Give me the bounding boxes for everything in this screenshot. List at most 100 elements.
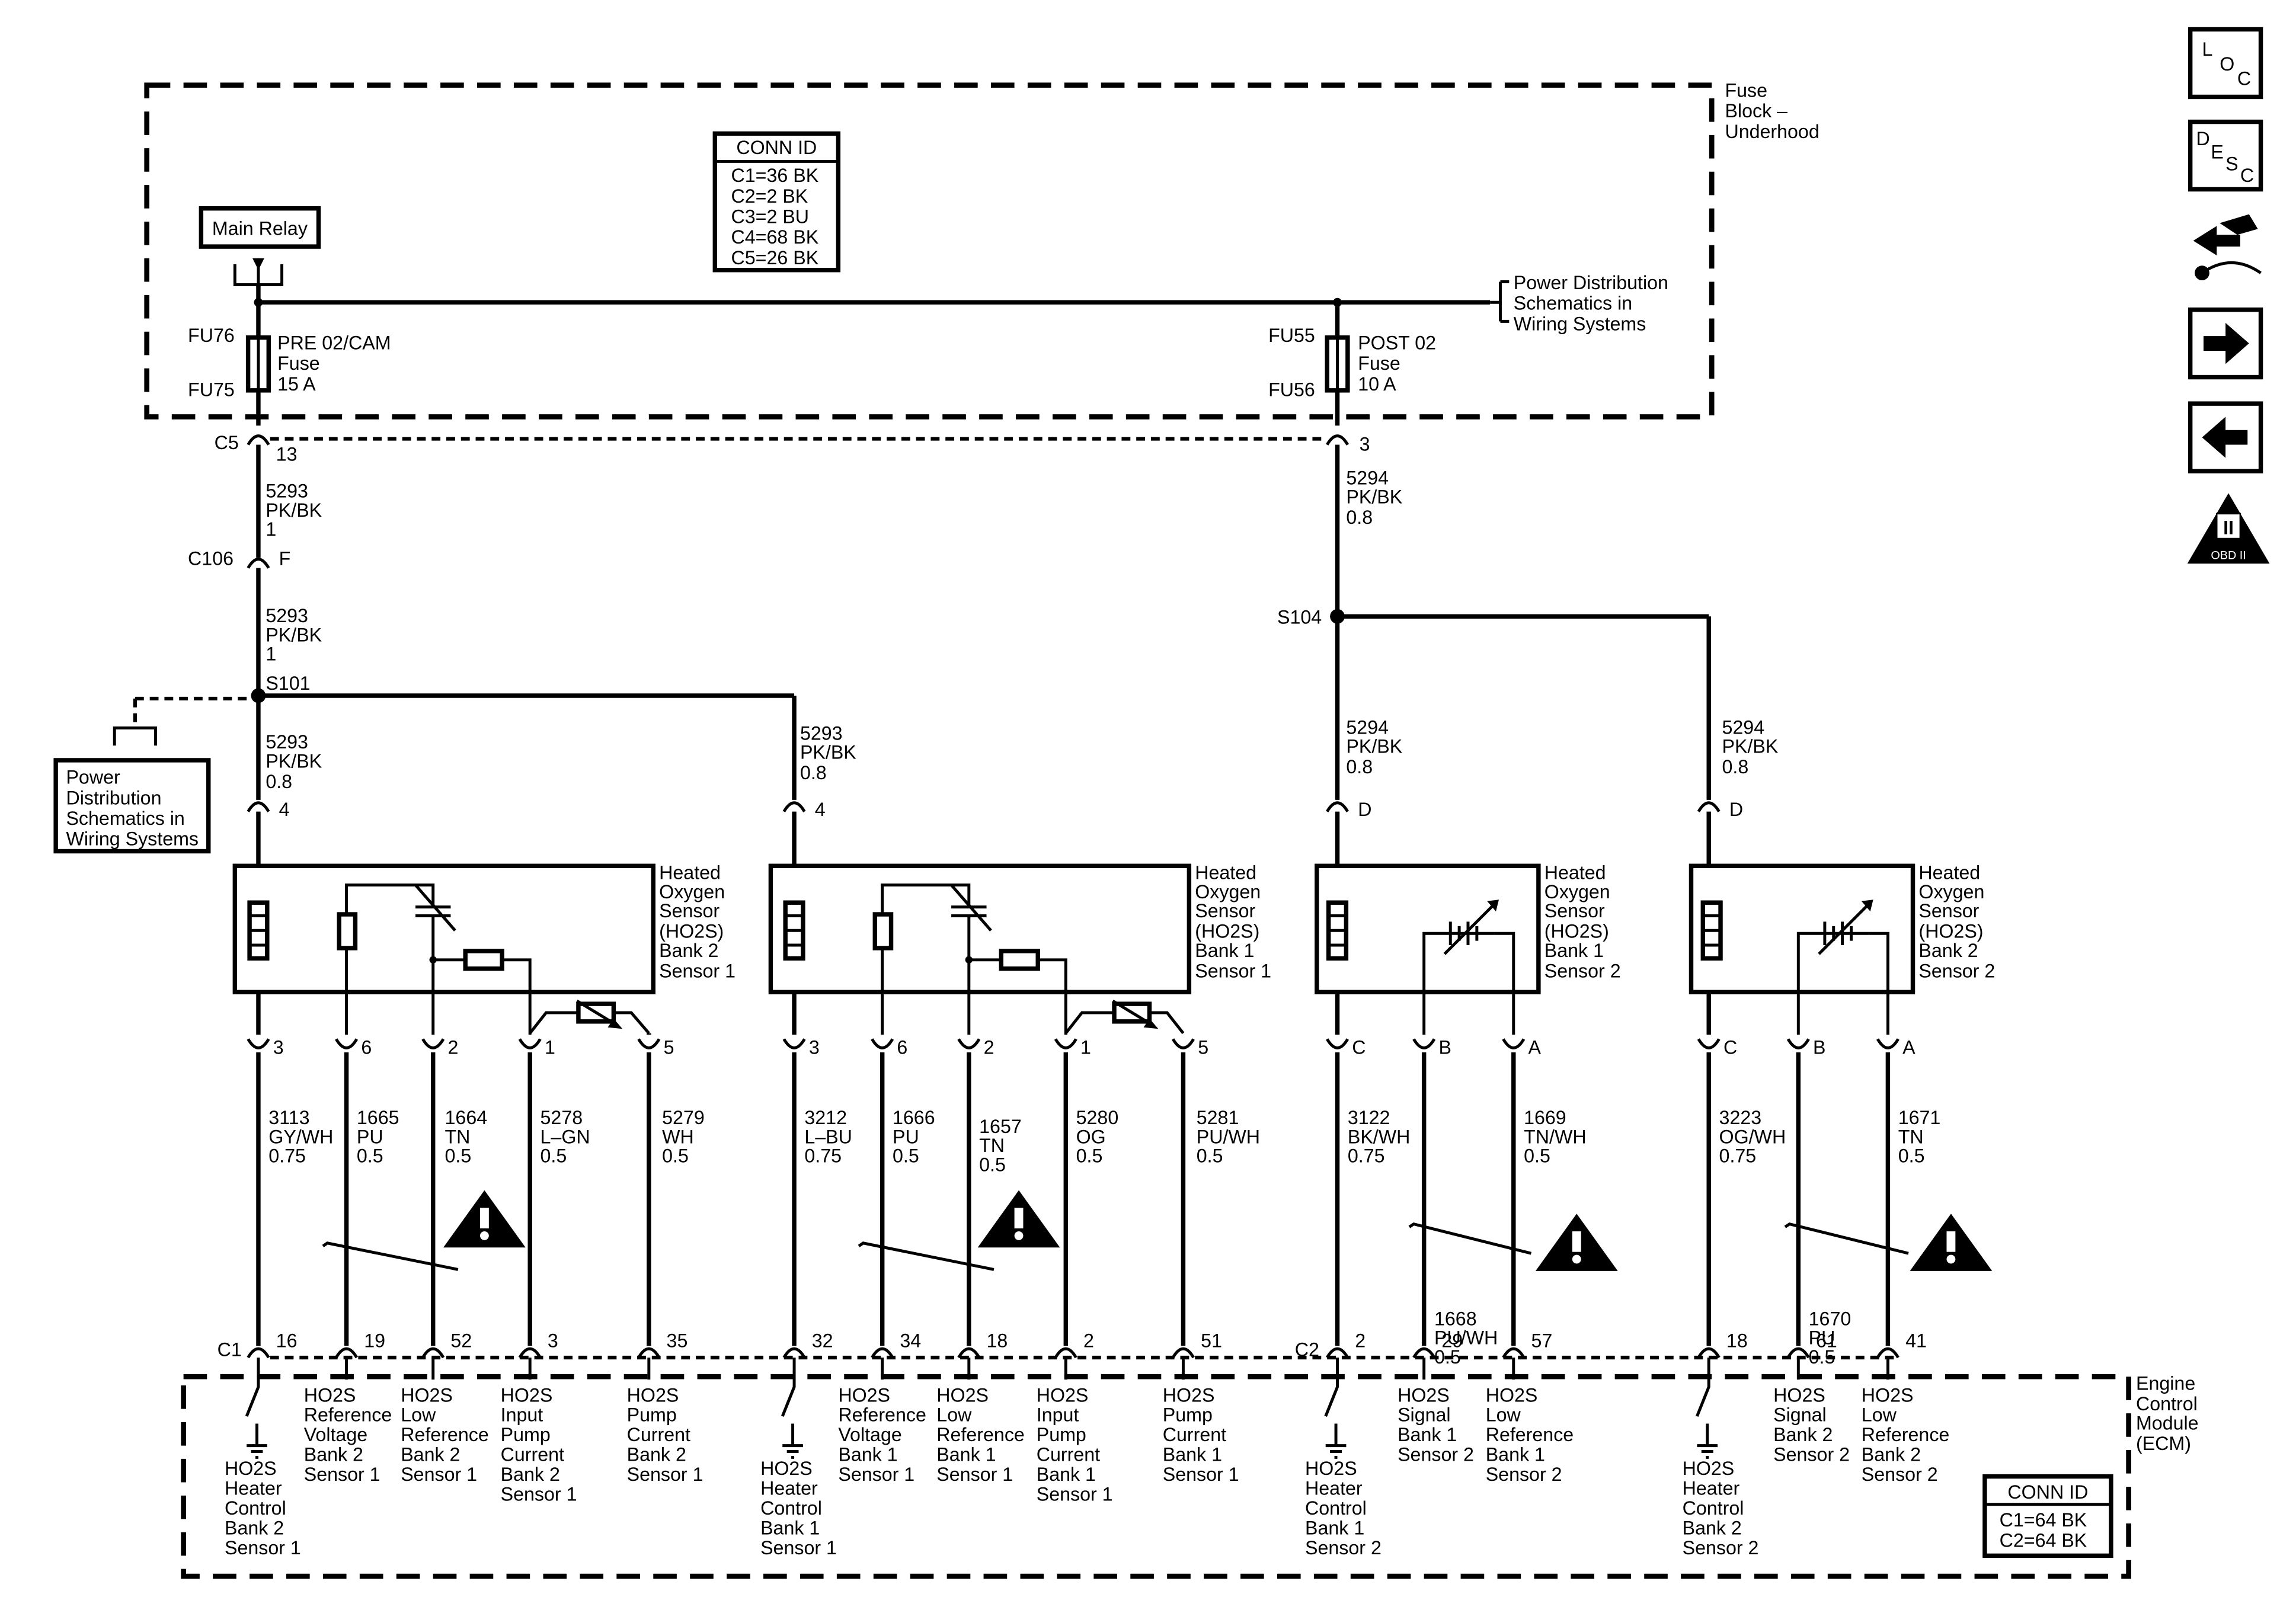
sensor-pin-label: 1 bbox=[545, 1036, 555, 1058]
fuse-left-bottom-label: FU75 bbox=[188, 379, 235, 401]
circuit-label: OG/WH bbox=[1719, 1126, 1786, 1147]
connector-c106-label: C106 bbox=[188, 548, 234, 569]
ecm-function-label: Bank 2 bbox=[501, 1464, 560, 1485]
caution-icon[interactable] bbox=[1535, 1214, 1618, 1271]
wire-label: 0.8 bbox=[800, 762, 827, 783]
fuse-right-top-label: FU55 bbox=[1268, 325, 1315, 346]
ecm-function-label: Reference bbox=[401, 1424, 489, 1445]
ecm-pin-connector bbox=[871, 1347, 894, 1359]
ecm-function-label: Bank 2 bbox=[1862, 1444, 1921, 1465]
twisted-pair-marker bbox=[1408, 1222, 1532, 1255]
sensor-pin-label: 6 bbox=[361, 1036, 372, 1058]
heater-driver-switch bbox=[245, 1357, 260, 1417]
fuse-left-name: PRE 02/CAM bbox=[277, 332, 391, 353]
circuit-label: TN bbox=[1898, 1126, 1924, 1147]
sensor-pin-connector bbox=[421, 1038, 445, 1049]
fuse-post-02: FU55 FU56 POST 02 Fuse 10 A bbox=[1268, 302, 1436, 426]
circuit-label: L–BU bbox=[804, 1126, 852, 1147]
ecm-function-label: Pump bbox=[627, 1404, 677, 1426]
sensor-name: Sensor 2 bbox=[1918, 961, 1995, 982]
ecm-function-label: Sensor 1 bbox=[1163, 1464, 1239, 1485]
ecm-conn-id-row: C1=64 BK bbox=[2000, 1509, 2087, 1531]
circuit-label: PU/WH bbox=[1197, 1126, 1260, 1147]
caution-icon[interactable] bbox=[1910, 1214, 1993, 1271]
wire-label: 0.8 bbox=[1346, 756, 1373, 777]
power-dist-left-3: Schematics in bbox=[66, 808, 184, 829]
ecm-function-label: Heater bbox=[225, 1478, 282, 1499]
connector-c106-pin: F bbox=[279, 548, 291, 569]
circuit-label: 0.5 bbox=[893, 1145, 919, 1167]
next-arrow-icon[interactable] bbox=[2188, 307, 2263, 380]
sensor-pin-connector bbox=[247, 1038, 270, 1049]
ecm-function-label: Sensor 2 bbox=[1398, 1444, 1474, 1465]
desc-letter: E bbox=[2211, 141, 2223, 162]
ecm-function-label: Current bbox=[1037, 1444, 1100, 1465]
sensor-name: Sensor 1 bbox=[659, 961, 736, 982]
caution-group bbox=[443, 1190, 1993, 1271]
power-dist-right-3: Wiring Systems bbox=[1514, 313, 1646, 334]
circuit-label: TN/WH bbox=[1524, 1126, 1586, 1147]
circuit-label: 0.75 bbox=[1348, 1145, 1385, 1167]
ecm-function-label: Sensor 2 bbox=[1862, 1464, 1938, 1485]
ecm-function-label: HO2S bbox=[501, 1384, 553, 1406]
wire-label: 5293 bbox=[266, 605, 308, 626]
sensor-name: Oxygen bbox=[1544, 881, 1610, 902]
circuit-label: 0.5 bbox=[662, 1145, 689, 1167]
fuse-block-title-2: Block – bbox=[1725, 100, 1787, 121]
ecm-conn-id-title: CONN ID bbox=[2007, 1481, 2088, 1503]
ecm-function-label: Voltage bbox=[838, 1424, 901, 1445]
fuse-left-top-label: FU76 bbox=[188, 325, 235, 346]
ecm-pin-label: 19 bbox=[364, 1330, 385, 1352]
heater-driver-switch bbox=[1324, 1357, 1339, 1417]
ecm-pin-connector bbox=[1054, 1347, 1077, 1359]
circuit-label: TN bbox=[979, 1135, 1005, 1156]
ecm-function-label: HO2S bbox=[838, 1384, 890, 1406]
sensor-name: Sensor bbox=[1195, 900, 1255, 921]
sensor-name: Oxygen bbox=[1195, 881, 1261, 902]
ecm-function-label: Reference bbox=[1862, 1424, 1950, 1445]
ecm-function-label: Bank 1 bbox=[936, 1444, 996, 1465]
sensor-ho2s-bank2-sensor2: D Heated Oxygen Sensor (HO2S) Bank 2 Sen… bbox=[1689, 799, 1995, 1035]
previous-arrow-icon[interactable] bbox=[2188, 401, 2263, 473]
sensor-name: (HO2S) bbox=[1918, 921, 1983, 942]
obd-ii-icon[interactable]: II OBD II bbox=[2187, 493, 2270, 564]
fuse-right-name: POST 02 bbox=[1358, 332, 1436, 353]
fuse-pre-02-cam: FU76 FU75 PRE 02/CAM Fuse 15 A bbox=[188, 302, 391, 426]
loc-icon[interactable]: L O C bbox=[2188, 27, 2263, 100]
twisted-pair-marker bbox=[1784, 1222, 1909, 1255]
ecm-pin-connector bbox=[957, 1347, 981, 1359]
sensor-pin-connector bbox=[1876, 1038, 1900, 1049]
circuit-label: 0.5 bbox=[357, 1145, 383, 1167]
ecm-c1-label: C1 bbox=[218, 1339, 242, 1361]
ecm-function-label: Sensor 2 bbox=[1683, 1537, 1759, 1558]
ecm-function-label: Sensor 2 bbox=[1773, 1444, 1850, 1465]
desc-icon[interactable]: D E S C bbox=[2188, 119, 2263, 192]
ecm-pin-label: 35 bbox=[667, 1330, 688, 1352]
ecm-function-label: Voltage bbox=[304, 1424, 367, 1445]
ecm-function-label: Input bbox=[1037, 1404, 1079, 1426]
ecm-function-label: Heater bbox=[1683, 1478, 1740, 1499]
ecm-function-label: Low bbox=[1486, 1404, 1521, 1426]
caution-icon[interactable] bbox=[443, 1190, 526, 1248]
connector-c106: C106 F bbox=[188, 548, 290, 569]
sensor-name: Heated bbox=[1195, 862, 1256, 884]
circuit-label: 0.5 bbox=[541, 1145, 567, 1167]
ecm-function-label: HO2S bbox=[760, 1458, 813, 1479]
ecm-pin-label: 57 bbox=[1531, 1330, 1552, 1352]
circuit-label: 5278 bbox=[541, 1107, 583, 1128]
sensor-pin-connector bbox=[1502, 1038, 1526, 1049]
power-dist-right-2: Schematics in bbox=[1514, 293, 1632, 314]
ground-icon bbox=[1325, 1423, 1347, 1459]
connector-repair-icon[interactable] bbox=[2193, 214, 2262, 281]
ecm-function-label: Reference bbox=[838, 1404, 926, 1426]
circuit-label: 0.5 bbox=[1197, 1145, 1223, 1167]
sensor-pin-connector bbox=[782, 1038, 806, 1049]
fuse-right-bottom-label: FU56 bbox=[1268, 379, 1315, 401]
circuit-label: TN bbox=[445, 1126, 471, 1147]
ecm-pin-label: 34 bbox=[900, 1330, 921, 1352]
caution-icon[interactable] bbox=[977, 1190, 1060, 1248]
ecm-function-label: Sensor 1 bbox=[1037, 1483, 1113, 1505]
ecm-function-label: Bank 2 bbox=[304, 1444, 363, 1465]
